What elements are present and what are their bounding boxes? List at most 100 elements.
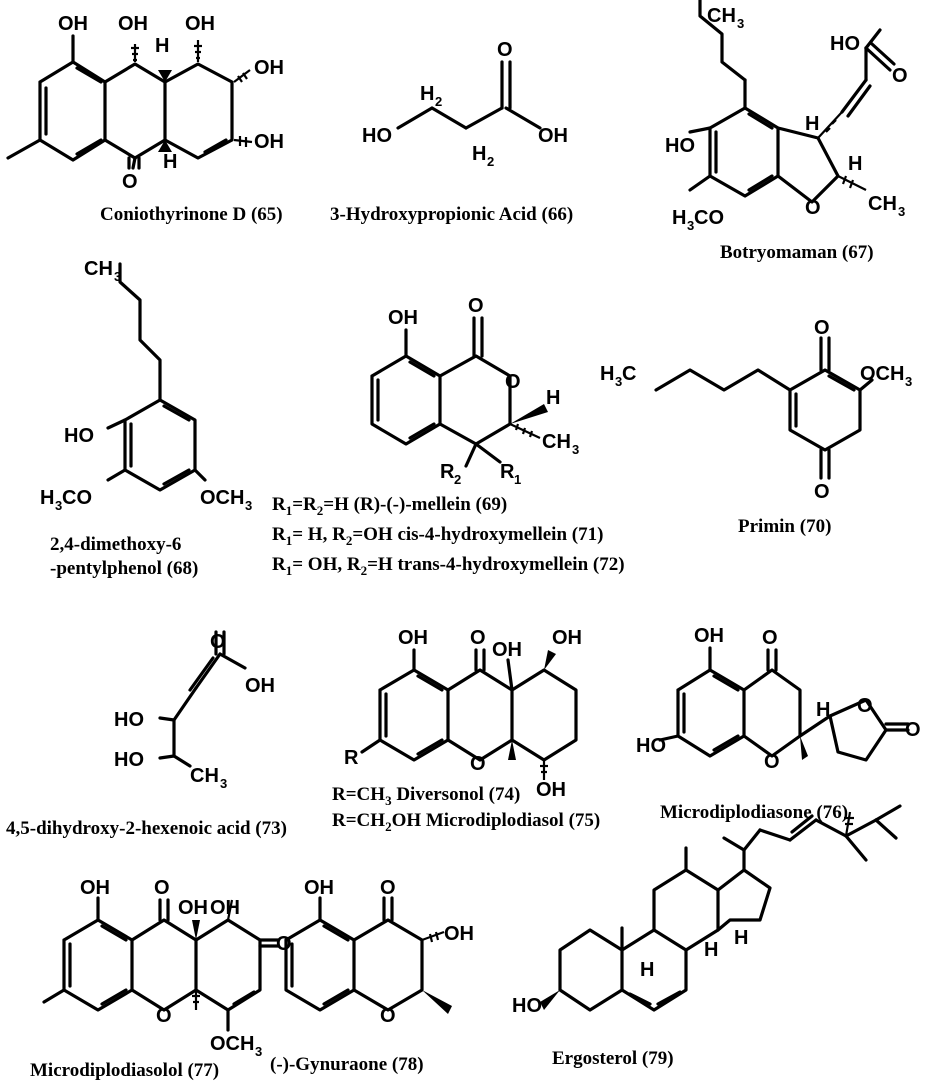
caption-78: (-)-Gynuraone (78) <box>270 1054 424 1075</box>
caption-74: R=CH3 Diversonol (74) <box>332 784 520 808</box>
svg-text:O: O <box>470 753 486 775</box>
svg-text:3: 3 <box>737 16 744 31</box>
svg-text:3: 3 <box>114 269 121 284</box>
svg-text:OH: OH <box>444 923 474 945</box>
caption-77: Microdiplodiasolol (77) <box>30 1060 219 1081</box>
svg-text:CH: CH <box>707 5 736 27</box>
svg-text:O: O <box>470 627 486 649</box>
svg-text:1: 1 <box>514 472 521 487</box>
caption-65: Coniothyrinone D (65) <box>100 204 283 225</box>
svg-text:O: O <box>805 197 821 219</box>
svg-text:H: H <box>805 113 819 135</box>
svg-text:OCH: OCH <box>210 1033 254 1055</box>
structure-dihydroxy-hexenoic-acid: O OH HO HO CH 3 4,5-dihydroxy-2-hexenoic… <box>6 630 287 839</box>
svg-text:H: H <box>40 487 54 509</box>
svg-text:CO: CO <box>62 487 92 509</box>
r-line-69: R1=R2=H (R)-(-)-mellein (69) <box>272 494 507 518</box>
svg-text:H: H <box>734 927 748 949</box>
svg-text:3: 3 <box>687 218 694 233</box>
svg-text:O: O <box>468 295 484 317</box>
svg-text:O: O <box>156 1005 172 1027</box>
structure-gynuraone: OH O OH O (-)-Gynuraone (78) <box>270 877 474 1075</box>
svg-text:HO: HO <box>362 125 392 147</box>
caption-68-line1: 2,4-dimethoxy-6 <box>50 534 181 555</box>
svg-text:OH: OH <box>210 897 240 919</box>
svg-text:OH: OH <box>58 13 88 35</box>
svg-text:OH: OH <box>538 125 568 147</box>
r-line-71: R1= H, R2=OH cis-4-hydroxymellein (71) <box>272 524 603 548</box>
svg-text:H: H <box>672 207 686 229</box>
structure-coniothyrinone-d: OH OH OH OH OH H H O Coniothyrinone D (6… <box>6 13 284 225</box>
r-line-72: R1= OH, R2=H trans-4-hydroxymellein (72) <box>272 554 625 578</box>
structure-mellein: OH O O H CH 3 R 2 R 1 R1=R2=H (R)-(-)-me… <box>272 295 625 578</box>
svg-text:OH: OH <box>245 675 275 697</box>
svg-text:CH: CH <box>542 431 571 453</box>
structure-microdiplodiasolol: OH O OH OH O O OCH 3 Microdiplodiasolol … <box>30 877 292 1081</box>
svg-text:CH: CH <box>190 765 219 787</box>
svg-text:OH: OH <box>398 627 428 649</box>
svg-text:3: 3 <box>55 498 62 513</box>
caption-79: Ergosterol (79) <box>552 1048 674 1069</box>
svg-text:HO: HO <box>114 709 144 731</box>
svg-text:CH: CH <box>84 258 113 280</box>
svg-text:OH: OH <box>254 57 284 79</box>
svg-text:OH: OH <box>185 13 215 35</box>
svg-text:O: O <box>814 317 830 339</box>
svg-text:O: O <box>210 631 226 653</box>
svg-text:O: O <box>505 371 521 393</box>
svg-text:3: 3 <box>905 374 912 389</box>
svg-text:O: O <box>905 719 921 741</box>
structure-primin: O O OCH 3 H 3 C Primin (70) <box>600 317 912 537</box>
svg-text:3: 3 <box>615 374 622 389</box>
svg-text:R: R <box>344 747 359 769</box>
structure-diversonol: OH O OH OH O OH R R=CH3 Diversonol (74) … <box>332 627 600 834</box>
svg-text:H: H <box>704 939 718 961</box>
caption-68-line2: -pentylphenol (68) <box>50 558 198 579</box>
svg-text:3: 3 <box>572 442 579 457</box>
svg-text:3: 3 <box>220 776 227 791</box>
svg-text:C: C <box>622 363 636 385</box>
structure-microdiplodiasone: OH O HO O H O O Microdiplodiasone (76) <box>636 625 921 823</box>
svg-text:OCH: OCH <box>200 487 244 509</box>
svg-text:H: H <box>816 699 830 721</box>
caption-67: Botryomaman (67) <box>720 242 874 263</box>
svg-text:OH: OH <box>80 877 110 899</box>
structure-ergosterol: HO H H H Ergosterol (79) <box>512 804 902 1069</box>
svg-text:OH: OH <box>694 625 724 647</box>
svg-text:OH: OH <box>254 131 284 153</box>
svg-text:H: H <box>640 959 654 981</box>
svg-text:OH: OH <box>388 307 418 329</box>
caption-76: Microdiplodiasone (76) <box>660 802 848 823</box>
structure-3-hydroxypropionic-acid: HO H 2 H 2 O OH 3-Hydroxypropionic Acid … <box>330 39 573 225</box>
svg-text:3: 3 <box>245 498 252 513</box>
svg-text:O: O <box>764 751 780 773</box>
svg-text:OH: OH <box>178 897 208 919</box>
svg-text:3: 3 <box>255 1044 262 1059</box>
svg-text:OH: OH <box>536 779 566 801</box>
svg-text:H: H <box>155 35 169 57</box>
structure-botryomaman: CH 3 HO O H H HO H 3 CO O CH 3 Botryomam… <box>665 0 908 263</box>
svg-text:O: O <box>857 695 873 717</box>
svg-text:CH: CH <box>868 193 897 215</box>
svg-text:O: O <box>380 1005 396 1027</box>
svg-text:HO: HO <box>64 425 94 447</box>
svg-text:O: O <box>762 627 778 649</box>
svg-text:H: H <box>546 387 560 409</box>
svg-text:OH: OH <box>552 627 582 649</box>
svg-text:CO: CO <box>694 207 724 229</box>
svg-text:O: O <box>380 877 396 899</box>
svg-text:OH: OH <box>304 877 334 899</box>
svg-text:2: 2 <box>435 94 442 109</box>
svg-text:3: 3 <box>898 204 905 219</box>
svg-text:HO: HO <box>512 995 542 1017</box>
svg-text:2: 2 <box>487 154 494 169</box>
caption-73: 4,5-dihydroxy-2-hexenoic acid (73) <box>6 818 287 839</box>
svg-text:H: H <box>420 83 434 105</box>
svg-text:O: O <box>814 481 830 503</box>
svg-text:2: 2 <box>454 472 461 487</box>
svg-text:H: H <box>848 153 862 175</box>
caption-75: R=CH2OH Microdiplodiasol (75) <box>332 810 600 834</box>
svg-text:H: H <box>163 151 177 173</box>
